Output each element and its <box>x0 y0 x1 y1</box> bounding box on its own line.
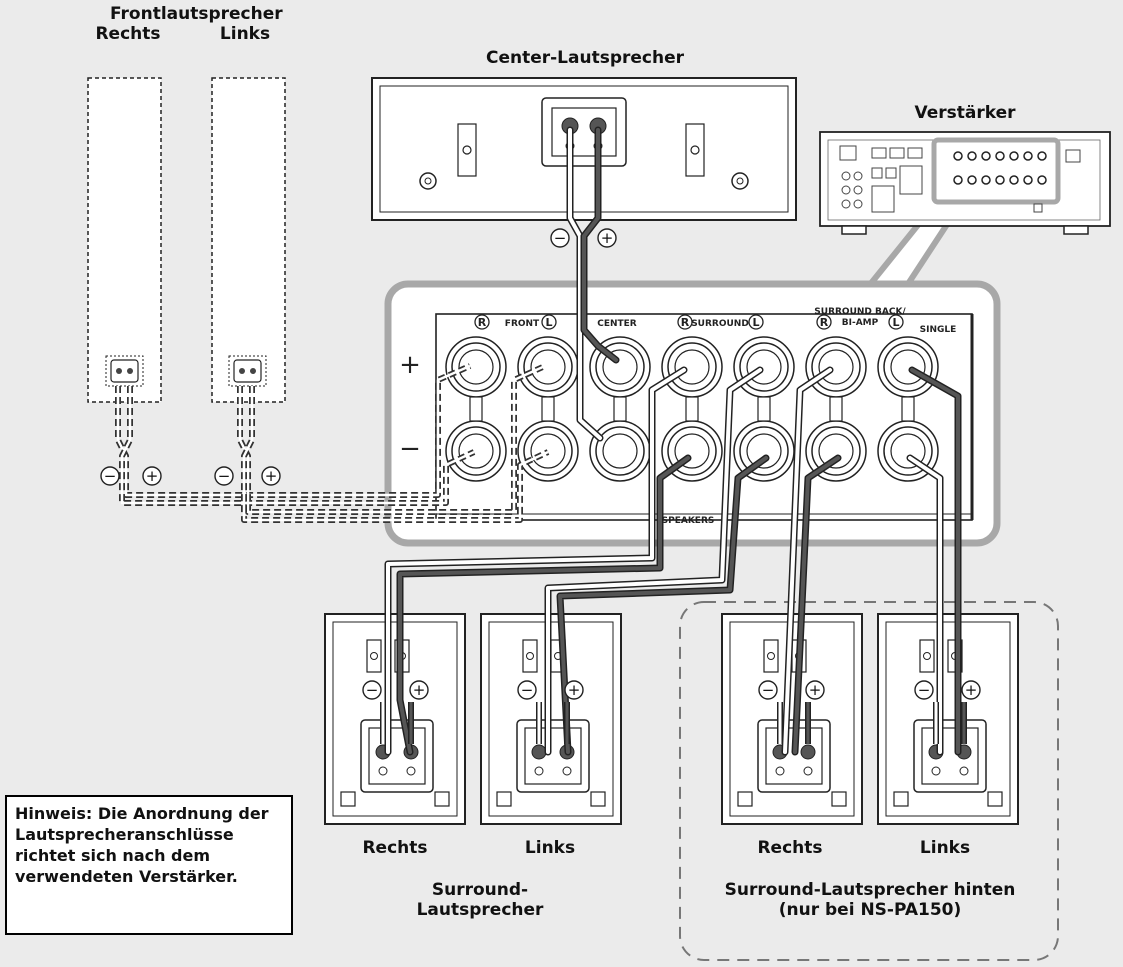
surround-left-cable-minus <box>544 366 764 756</box>
surround-back-title: Surround-Lautsprecher hinten (nur bei NS… <box>724 880 1016 920</box>
minus-marker: − <box>758 680 778 700</box>
binding-post-plus <box>805 336 867 398</box>
svg-text:+: + <box>265 467 278 485</box>
back-left-label: Links <box>919 838 971 858</box>
plus-marker: + <box>961 680 981 700</box>
svg-text:+: + <box>568 681 581 699</box>
front-label: FRONT <box>505 319 540 329</box>
svg-text:−: − <box>218 467 231 485</box>
center-cable-minus <box>566 126 604 442</box>
plus-marker: + <box>142 466 162 486</box>
binding-post-plus <box>877 336 939 398</box>
front-right-label: Rechts <box>95 24 161 44</box>
post-divider <box>901 396 915 422</box>
center-speaker-title: Center-Lautsprecher <box>485 48 685 68</box>
surround-right-cable-minus <box>384 366 688 756</box>
polarity-markers: − + − + − + − + − + − + − + <box>100 228 981 700</box>
minus-marker: − <box>362 680 382 700</box>
post-divider <box>829 396 843 422</box>
svg-text:−: − <box>918 681 931 699</box>
surround-right-label: Rechts <box>362 838 428 858</box>
svg-text:−: − <box>554 229 567 247</box>
minus-marker: − <box>214 466 234 486</box>
post-divider <box>757 396 771 422</box>
svg-text:+: + <box>146 467 159 485</box>
post-divider <box>613 396 627 422</box>
surround-label: SURROUND <box>691 319 749 329</box>
svg-text:−: − <box>521 681 534 699</box>
back-right-cable-minus <box>781 366 834 756</box>
minus-marker: − <box>517 680 537 700</box>
svg-text:−: − <box>104 467 117 485</box>
front-speakers-title: Frontlautsprecher <box>110 4 283 24</box>
center-cable-plus <box>580 126 620 364</box>
plus-marker: + <box>597 228 617 248</box>
surround-r-mark: R <box>681 316 690 329</box>
back-right-label: Rechts <box>757 838 823 858</box>
back-left-cable-minus <box>906 454 944 756</box>
hint-note: Hinweis: Die Anordnung der Lautsprechera… <box>5 795 293 935</box>
surround-speaker-right <box>324 613 466 825</box>
surround-right-cable-plus <box>396 454 692 756</box>
front-l-mark: L <box>545 316 552 329</box>
svg-text:+: + <box>601 229 614 247</box>
binding-post-minus <box>445 420 507 482</box>
back-r-mark: R <box>820 316 829 329</box>
binding-post-plus <box>445 336 507 398</box>
surround-back-label: SURROUND BACK/ <box>814 307 906 317</box>
speaker-cables <box>115 126 967 756</box>
amplifier-title: Verstärker <box>914 103 1016 123</box>
svg-text:+: + <box>965 681 978 699</box>
surround-back-speaker-left <box>877 613 1019 825</box>
plus-marker: + <box>409 680 429 700</box>
post-divider <box>685 396 699 422</box>
center-label: CENTER <box>597 319 637 329</box>
binding-post-plus <box>661 336 723 398</box>
front-right-cable-minus <box>119 386 476 506</box>
svg-text:−: − <box>366 681 379 699</box>
binding-post-minus <box>517 420 579 482</box>
front-r-mark: R <box>478 316 487 329</box>
post-divider <box>541 396 555 422</box>
post-divider <box>469 396 483 422</box>
back-l-mark: L <box>892 316 899 329</box>
speakers-label: SPEAKERS <box>662 516 715 526</box>
binding-post-plus <box>517 336 579 398</box>
surround-left-cable-plus <box>556 454 770 756</box>
surround-l-mark: L <box>752 316 759 329</box>
front-left-label: Links <box>219 24 271 44</box>
minus-marker: − <box>550 228 570 248</box>
plus-label: + <box>399 350 421 380</box>
speaker-terminal-panel <box>435 313 974 521</box>
front-left-cable-plus <box>237 363 547 515</box>
center-speaker <box>371 77 797 221</box>
minus-marker: − <box>100 466 120 486</box>
back-right-cable-plus <box>791 454 842 756</box>
surround-back-group-frame <box>679 601 1059 961</box>
surround-left-label: Links <box>524 838 576 858</box>
amplifier <box>819 131 1111 235</box>
back-left-cable-plus <box>908 366 962 756</box>
svg-text:+: + <box>809 681 822 699</box>
front-speaker-left <box>211 77 286 403</box>
surround-speakers-title: Surround- Lautsprecher <box>416 880 544 920</box>
plus-marker: + <box>564 680 584 700</box>
minus-marker: − <box>914 680 934 700</box>
front-left-cable-minus <box>241 386 550 523</box>
minus-label: − <box>399 434 421 464</box>
panel-labels: R FRONT L CENTER R SURROUND L SURROUND B… <box>399 307 956 526</box>
svg-text:−: − <box>762 681 775 699</box>
biamp-label: BI-AMP <box>842 318 879 328</box>
plus-marker: + <box>805 680 825 700</box>
binding-post-minus <box>589 420 651 482</box>
front-right-cable-plus <box>115 363 472 498</box>
front-speaker-right <box>87 77 162 403</box>
plus-marker: + <box>261 466 281 486</box>
single-label: SINGLE <box>920 325 957 335</box>
binding-post-plus <box>733 336 795 398</box>
svg-text:+: + <box>413 681 426 699</box>
